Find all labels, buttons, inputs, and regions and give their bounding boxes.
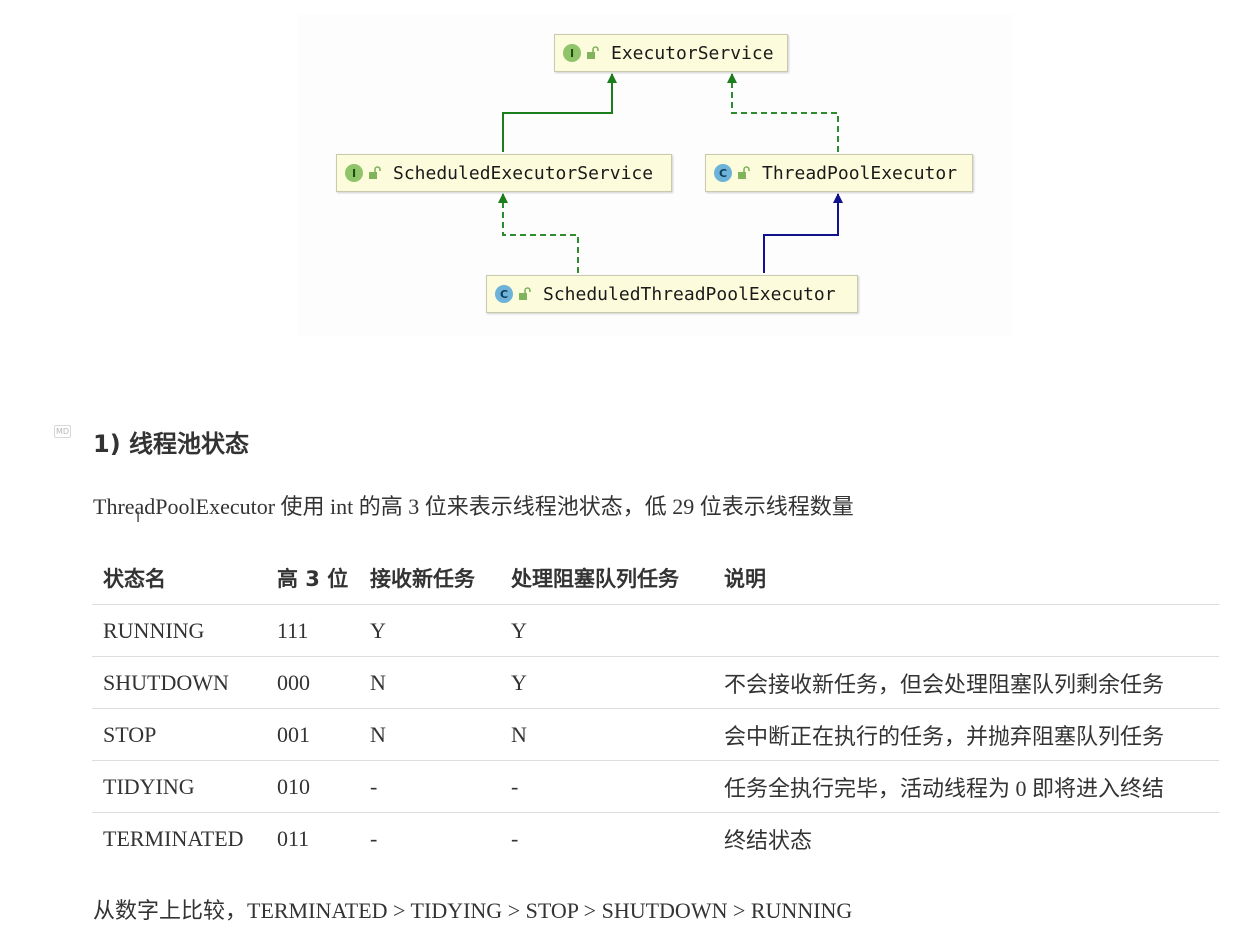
- class-icon: C: [714, 164, 732, 182]
- cell-accept: N: [359, 656, 500, 709]
- cell-state: SHUTDOWN: [92, 656, 266, 709]
- table-row: TERMINATED 011 - - 终结状态: [92, 813, 1219, 865]
- cell-state: RUNNING: [92, 604, 266, 657]
- cell-description: 不会接收新任务，但会处理阻塞队列剩余任务: [713, 656, 1219, 709]
- node-label: ScheduledThreadPoolExecutor: [543, 283, 836, 305]
- state-table: 状态名 高 3 位 接收新任务 处理阻塞队列任务 说明 RUNNING 111 …: [92, 552, 1219, 864]
- text-cursor-icon: I: [136, 510, 141, 526]
- section-heading: 1) 线程池状态: [93, 430, 250, 458]
- node-label: ScheduledExecutorService: [393, 162, 654, 184]
- cell-description: 任务全执行完毕，活动线程为 0 即将进入终结: [713, 760, 1219, 813]
- edge-implements-executor-service: [727, 73, 839, 152]
- header-description: 说明: [713, 552, 1219, 605]
- header-process-queue: 处理阻塞队列任务: [500, 552, 713, 605]
- cell-accept: -: [370, 825, 378, 851]
- cell-process: -: [511, 825, 519, 851]
- cell-accept: N: [359, 708, 500, 761]
- table-row: SHUTDOWN 000 N Y 不会接收新任务，但会处理阻塞队列剩余任务: [92, 656, 1219, 709]
- node-executor-service[interactable]: I ExecutorService: [554, 34, 788, 72]
- node-thread-pool-executor[interactable]: C ThreadPoolExecutor: [705, 154, 973, 192]
- markdown-icon[interactable]: MD: [54, 425, 71, 438]
- cell-description: [713, 604, 1219, 657]
- edge-extends-interface: [502, 73, 617, 152]
- cell-bits: 011: [277, 825, 310, 851]
- cell-bits: 000: [266, 656, 359, 709]
- diagram-edges: [498, 73, 843, 273]
- table-row: RUNNING 111 Y Y: [92, 604, 1219, 657]
- node-label: ThreadPoolExecutor: [762, 162, 958, 184]
- cell-description: 会中断正在执行的任务，并抛弃阻塞队列任务: [713, 708, 1219, 761]
- header-high-3-bits: 高 3 位: [266, 552, 359, 605]
- unlocked-icon: [587, 46, 599, 59]
- cell-accept: -: [359, 760, 500, 813]
- edge-implements-scheduled-executor-service: [498, 193, 579, 273]
- cell-state: TIDYING: [92, 760, 266, 813]
- cell-bits: 001: [266, 708, 359, 761]
- table-header-row: 状态名 高 3 位 接收新任务 处理阻塞队列任务 说明: [92, 552, 1219, 605]
- header-state-name: 状态名: [92, 552, 266, 605]
- unlocked-icon: [519, 287, 531, 300]
- node-scheduled-thread-pool-executor[interactable]: C ScheduledThreadPoolExecutor: [486, 275, 858, 313]
- class-diagram: I ExecutorService I ScheduledExecutorSer…: [298, 14, 1012, 336]
- header-accept-new-tasks: 接收新任务: [359, 552, 500, 605]
- cell-accept: Y: [359, 604, 500, 657]
- intro-paragraph: ThreadPoolExecutor 使用 int 的高 3 位来表示线程池状态…: [93, 494, 854, 519]
- cell-process: Y: [500, 656, 713, 709]
- unlocked-icon: [738, 166, 750, 179]
- cell-bits: 111: [266, 604, 359, 657]
- cell-bits: 010: [266, 760, 359, 813]
- cell-description: 终结状态: [724, 827, 813, 853]
- cell-process: -: [500, 760, 713, 813]
- edge-extends-class: [763, 193, 843, 273]
- cell-state: STOP: [92, 708, 266, 761]
- node-label: ExecutorService: [611, 42, 774, 64]
- cell-state: TERMINATED: [103, 825, 244, 851]
- node-scheduled-executor-service[interactable]: I ScheduledExecutorService: [336, 154, 672, 192]
- interface-icon: I: [563, 44, 581, 62]
- table-row: STOP 001 N N 会中断正在执行的任务，并抛弃阻塞队列任务: [92, 708, 1219, 761]
- cell-process: Y: [500, 604, 713, 657]
- unlocked-icon: [369, 166, 381, 179]
- cell-process: N: [500, 708, 713, 761]
- table-row: TIDYING 010 - - 任务全执行完毕，活动线程为 0 即将进入终结: [92, 760, 1219, 813]
- interface-icon: I: [345, 164, 363, 182]
- class-icon: C: [495, 285, 513, 303]
- comparison-paragraph: 从数字上比较，TERMINATED > TIDYING > STOP > SHU…: [93, 898, 853, 923]
